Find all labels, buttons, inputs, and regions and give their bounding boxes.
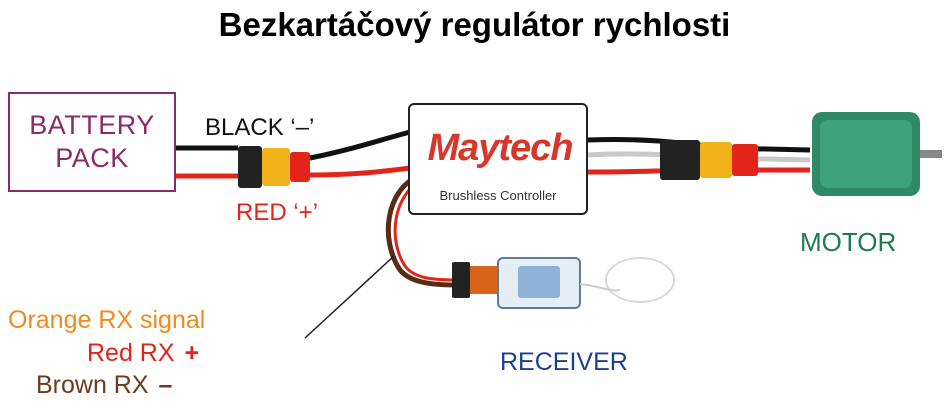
receiver-lead-brown — [385, 172, 456, 288]
signal-orange-text: Orange RX signal — [8, 306, 206, 334]
motor-connector-black — [660, 140, 700, 180]
signal-brown-label: Brown RX– — [36, 371, 172, 400]
black-wire-label: BLACK ‘–’ — [205, 114, 315, 141]
signal-pointer-line — [304, 255, 395, 339]
esc-controller: Maytech Brushless Controller — [408, 103, 588, 215]
esc-subtitle: Brushless Controller — [439, 188, 557, 203]
esc-red-input — [309, 165, 411, 178]
esc-black-input — [309, 129, 411, 161]
battery-label-line1: BATTERY — [29, 110, 155, 140]
signal-red-text: Red RX — [87, 339, 175, 367]
motor-label: MOTOR — [800, 227, 897, 257]
signal-orange-label: Orange RX signal — [8, 306, 205, 335]
motor-connector-gold — [700, 142, 732, 178]
receiver-plug — [452, 262, 470, 298]
receiver-lead-red — [393, 176, 456, 282]
receiver-antenna — [605, 257, 675, 303]
battery-connector-gold — [262, 148, 290, 186]
signal-red-sign: + — [184, 339, 200, 367]
battery-label-line2: PACK — [55, 143, 129, 173]
battery-pack-box: BATTERY PACK — [8, 92, 176, 192]
motor-shaft — [920, 150, 942, 158]
red-wire-label: RED ‘+’ — [236, 199, 319, 226]
signal-red-label: Red RX + — [87, 339, 199, 368]
page-title: Bezkartáčový regulátor rychlosti — [218, 6, 731, 43]
battery-connector-black — [238, 146, 262, 188]
signal-brown-text: Brown RX — [36, 371, 149, 399]
signal-brown-sign: – — [158, 371, 173, 399]
receiver-label: RECEIVER — [500, 348, 628, 376]
esc-brand-logo: Maytech — [427, 127, 573, 169]
